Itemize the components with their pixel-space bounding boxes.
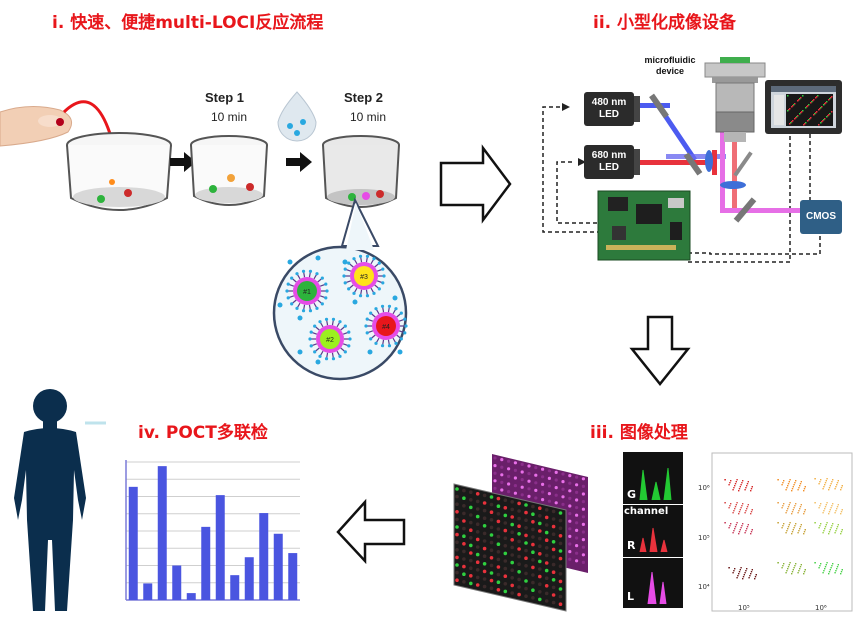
reaction-tube-2 bbox=[190, 135, 268, 206]
bead-label: #3 bbox=[360, 274, 368, 281]
arrow-right bbox=[286, 152, 312, 172]
step-1-time: 10 min bbox=[211, 110, 248, 124]
led-680-box bbox=[584, 145, 634, 179]
bead-label: #1 bbox=[303, 289, 311, 296]
bar bbox=[288, 553, 298, 600]
scatter-plot bbox=[711, 452, 853, 612]
bar bbox=[259, 513, 269, 600]
scatter-y-tick: 10⁵ bbox=[698, 534, 710, 542]
bar bbox=[244, 557, 254, 600]
drop-arrow bbox=[62, 100, 114, 141]
bar bbox=[201, 526, 211, 600]
scatter-x-tick: 10⁶ bbox=[815, 604, 827, 612]
panel-2-title: ii. 小型化成像设备 bbox=[593, 13, 737, 33]
hollow-arrow-down bbox=[629, 315, 691, 387]
g-channel-label: G bbox=[627, 488, 637, 501]
bead-label: #4 bbox=[382, 324, 390, 331]
bead bbox=[354, 266, 374, 286]
channel-label: channel bbox=[624, 506, 669, 517]
led-480-box bbox=[584, 92, 634, 126]
panel-4-title: iv. POCT多联检 bbox=[138, 423, 268, 443]
bar bbox=[172, 565, 182, 600]
reaction-tube-1 bbox=[66, 132, 172, 211]
bar bbox=[273, 533, 283, 600]
bar-chart bbox=[125, 460, 300, 601]
bead bbox=[297, 281, 317, 301]
l-channel-label: L bbox=[627, 590, 635, 603]
bead-group: #1 #3 #2 #4 bbox=[285, 254, 408, 361]
scatter-y-tick: 10⁶ bbox=[698, 484, 710, 492]
step-2-time: 10 min bbox=[350, 110, 387, 124]
scatter-y-tick: 10⁴ bbox=[698, 583, 710, 591]
bar bbox=[157, 466, 167, 600]
cmos-box bbox=[800, 200, 842, 234]
bar bbox=[215, 495, 225, 600]
rg-image bbox=[453, 483, 567, 612]
hollow-arrow-left bbox=[336, 498, 406, 565]
cmos-label: CMOS bbox=[806, 211, 836, 222]
reaction-tube-3 bbox=[322, 135, 400, 208]
r-channel-label: R bbox=[627, 539, 636, 552]
panel-1-title: i. 快速、便捷multi-LOCI反应流程 bbox=[52, 13, 324, 33]
scatter-x-tick: 10⁵ bbox=[738, 604, 750, 612]
bar bbox=[128, 486, 138, 600]
bead bbox=[376, 316, 396, 336]
bar bbox=[230, 575, 240, 600]
bar bbox=[143, 583, 153, 600]
arrow-right bbox=[170, 152, 196, 172]
droplet-icon bbox=[277, 91, 317, 142]
panel-3-title: iii. 图像处理 bbox=[590, 423, 688, 443]
step-1-label: Step 1 bbox=[205, 90, 245, 105]
step-2-label: Step 2 bbox=[344, 90, 384, 105]
human-silhouette-icon bbox=[14, 389, 86, 611]
hollow-arrow-right bbox=[439, 144, 512, 224]
buffer-dots bbox=[277, 255, 403, 365]
finger-icon bbox=[0, 106, 73, 147]
bead bbox=[320, 329, 340, 349]
bar bbox=[186, 593, 196, 600]
bead-label: #2 bbox=[326, 337, 334, 344]
